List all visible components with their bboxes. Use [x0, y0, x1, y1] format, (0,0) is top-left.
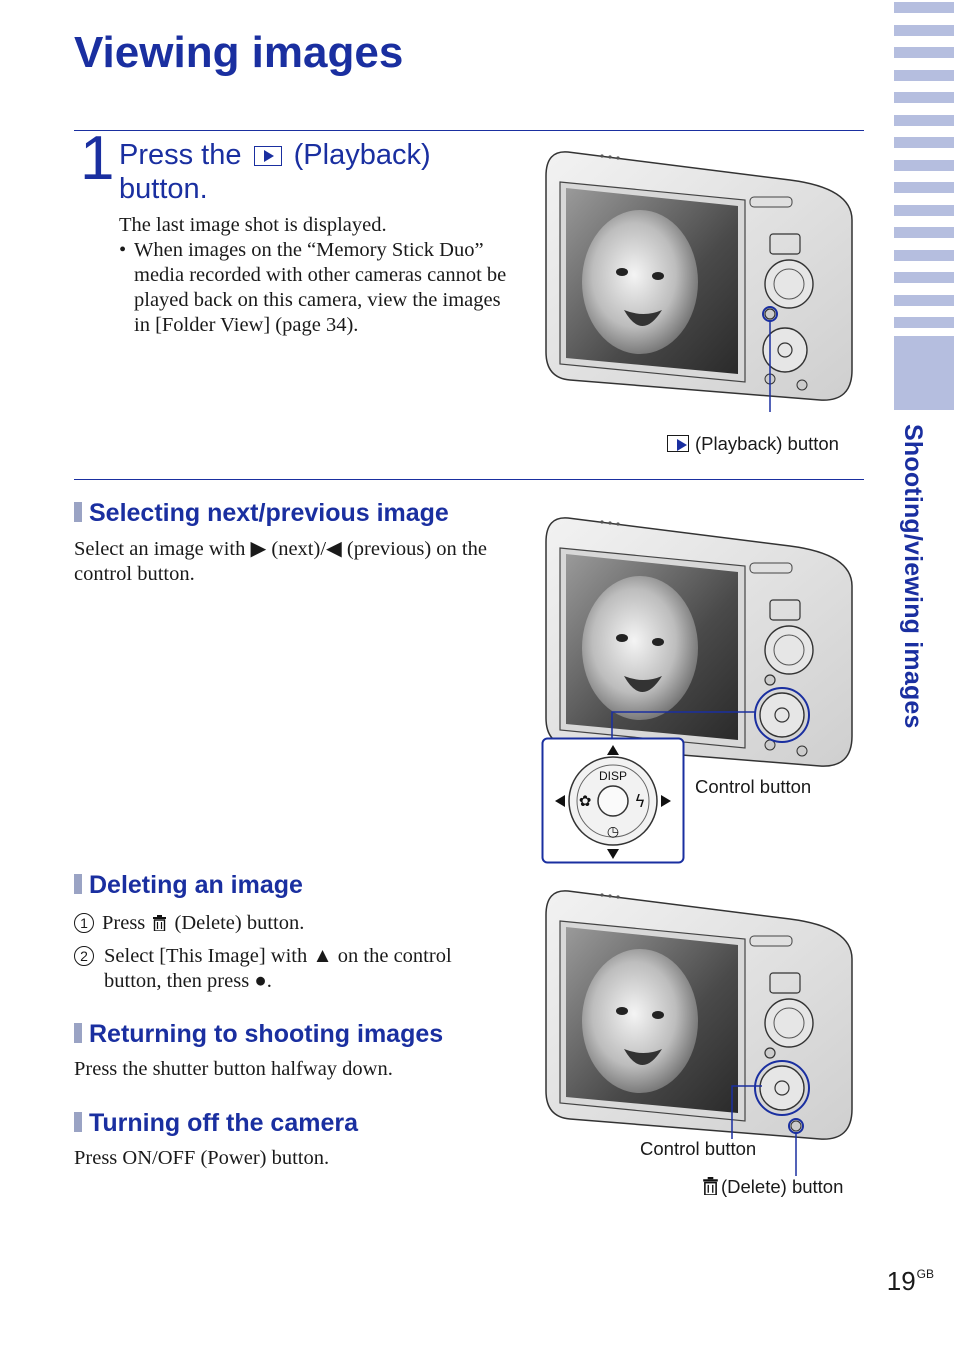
- filled-circle-icon: ●: [254, 970, 267, 992]
- heading-marker: [74, 874, 82, 894]
- trash-icon: [703, 1177, 718, 1195]
- side-tab-stripe: [894, 182, 954, 193]
- divider: [74, 479, 864, 480]
- select-text: Select an image with ▶ (next)/◀ (previou…: [74, 538, 487, 585]
- side-tab-stripe: [894, 69, 954, 81]
- page-title: Viewing images: [74, 28, 404, 77]
- disp-label: DISP: [599, 769, 627, 783]
- control-button-callout: Control button: [695, 776, 812, 797]
- side-tab-stripe: [894, 159, 954, 171]
- step-number: 1: [80, 124, 115, 193]
- page-number: 19GB: [886, 1266, 934, 1296]
- section-heading: Returning to shooting images: [74, 1019, 443, 1049]
- delete-button-callout: (Delete) button: [700, 1176, 843, 1198]
- section-heading: Turning off the camera: [74, 1108, 358, 1138]
- step1-bullet-text: When images on the “Memory Stick Duo” me…: [134, 239, 507, 336]
- side-tab-stripe: [894, 294, 954, 306]
- svg-text:✿: ✿: [579, 792, 592, 810]
- side-tab-stripe: [894, 47, 954, 58]
- section-heading: Selecting next/previous image: [74, 498, 449, 528]
- return-text: Press the shutter button halfway down.: [74, 1058, 393, 1080]
- svg-text:ϟ: ϟ: [634, 792, 645, 812]
- side-tab-stripe: [894, 249, 954, 261]
- side-tab-stripe: [894, 272, 954, 283]
- step1-body: The last image shot is displayed. •When …: [119, 213, 519, 338]
- side-tab-stripe: [894, 92, 954, 103]
- side-tab-stripe: [894, 137, 954, 148]
- divider: [74, 130, 864, 131]
- camera-illustration-3: [545, 890, 853, 1176]
- section-heading: Deleting an image: [74, 870, 303, 900]
- side-tab-stripe: [894, 114, 954, 126]
- side-tab-block: [894, 336, 954, 410]
- step1-bullet: •When images on the “Memory Stick Duo” m…: [119, 239, 507, 336]
- side-tab-stripe: [894, 2, 954, 13]
- heading-marker: [74, 502, 82, 522]
- up-triangle-icon: ▲: [312, 945, 333, 967]
- heading-marker: [74, 1023, 82, 1043]
- heading-marker: [74, 1112, 82, 1132]
- right-triangle-icon: ▶: [250, 538, 267, 560]
- trash-icon: [153, 915, 167, 931]
- camera-illustration-1: [545, 151, 853, 412]
- step-title: Press the (Playback) button.: [119, 138, 519, 206]
- playback-callout-text: (Playback) button: [695, 433, 839, 454]
- svg-text:◷: ◷: [607, 824, 619, 840]
- step1-lead: The last image shot is displayed.: [119, 214, 387, 236]
- step-title-pre: Press the: [119, 139, 242, 171]
- side-tab-label: Shooting/viewing images: [899, 424, 927, 729]
- side-tab-stripe: [894, 204, 954, 216]
- control-button-inset: DISP ✿ ϟ ◷: [541, 737, 685, 864]
- playback-button-callout: (Playback) button: [667, 433, 839, 455]
- side-tab-stripe: [894, 24, 954, 36]
- camera-illustration-2: [545, 517, 853, 767]
- playback-icon: [253, 146, 282, 166]
- step-title-line2: button.: [119, 173, 208, 205]
- playback-icon: [667, 435, 689, 452]
- side-tab-stripe: [894, 227, 954, 238]
- side-tab-stripe: [894, 317, 954, 328]
- off-text: Press ON/OFF (Power) button.: [74, 1147, 330, 1169]
- left-triangle-icon: ◀: [326, 538, 342, 560]
- control-button-callout-2: Control button: [640, 1138, 757, 1159]
- step-title-post: (Playback): [293, 139, 431, 171]
